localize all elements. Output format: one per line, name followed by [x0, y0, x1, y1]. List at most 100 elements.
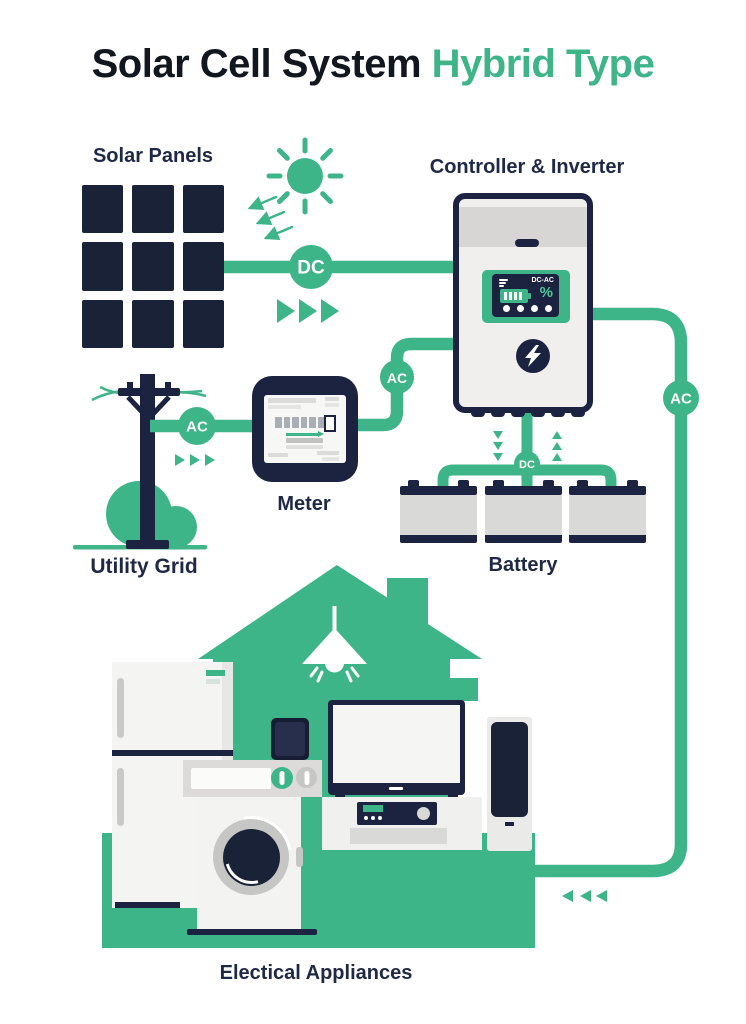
- meter-digit: [275, 417, 282, 428]
- battery-level-icon: [500, 289, 531, 303]
- svg-text:DC: DC: [297, 258, 325, 279]
- battery-bar-icon: [519, 292, 522, 300]
- page-title: Solar Cell System Hybrid Type: [0, 42, 746, 87]
- battery-label: Battery: [488, 554, 558, 576]
- washer-knob-green: [271, 767, 293, 789]
- meter-digit: [283, 417, 290, 428]
- house-eave-step: [447, 678, 478, 701]
- battery-top: [485, 486, 562, 495]
- meter-screen: [264, 395, 346, 463]
- ac-badge-meter: AC: [380, 360, 414, 394]
- sunlight-arrows-icon: [247, 195, 294, 241]
- battery-unit: [485, 480, 562, 543]
- tv-brand-dash: [389, 787, 403, 790]
- meter-bar: [286, 444, 323, 449]
- receiver-knob: [417, 807, 430, 820]
- menu-icon: [499, 279, 508, 281]
- battery-body: [400, 495, 477, 535]
- tower-speaker-dash: [505, 822, 514, 826]
- utility-grid-label: Utility Grid: [90, 555, 198, 578]
- svg-text:DC: DC: [519, 459, 535, 471]
- svg-text:AC: AC: [387, 370, 407, 386]
- battery-bar-icon: [509, 292, 512, 300]
- meter-line: [268, 398, 316, 403]
- battery-body: [485, 495, 562, 535]
- fridge-handle: [117, 768, 124, 826]
- receiver-dot: [378, 816, 382, 820]
- television: [328, 700, 465, 795]
- meter-digit: [309, 417, 316, 428]
- washer-door-glass: [214, 820, 288, 894]
- refrigerator-base: [115, 902, 180, 908]
- refrigerator-logo-stripe: [206, 670, 225, 676]
- inverter-vent-slot: [515, 239, 539, 247]
- battery-unit: [569, 480, 646, 543]
- meter-line: [268, 453, 288, 457]
- meter-line: [325, 403, 339, 407]
- solar-cell: [82, 242, 124, 291]
- indicator-dot: [545, 305, 552, 312]
- washer-base: [187, 929, 317, 935]
- tower-speaker: [487, 717, 532, 851]
- indicator-dot: [517, 305, 524, 312]
- battery-bottom: [569, 535, 646, 543]
- battery-body: [569, 495, 646, 535]
- inverter-display-panel: DC-AC %: [482, 270, 570, 323]
- sun-icon: [266, 137, 344, 215]
- ac-badge-grid: AC: [178, 407, 216, 445]
- percent-text: %: [539, 284, 553, 301]
- solar-cell: [182, 299, 224, 348]
- ac-line-inverter-to-house: [533, 307, 688, 878]
- meter-digit: [292, 417, 299, 428]
- meter-digit: [300, 417, 307, 428]
- svg-text:AC: AC: [186, 419, 208, 436]
- dc-badge-battery: DC: [514, 451, 540, 477]
- tower-speaker-front: [491, 722, 528, 817]
- ac-flow-arrows-grid: [175, 454, 215, 466]
- brand-bolt-icon: [516, 339, 550, 373]
- battery-terminal: [408, 480, 419, 488]
- menu-icon: [499, 285, 504, 287]
- washer-control-panel: [183, 760, 322, 797]
- fridge-handle: [117, 678, 124, 738]
- solar-cell: [132, 299, 174, 348]
- washer-door-handle: [296, 847, 303, 867]
- tv-foot: [335, 793, 345, 799]
- knob-pointer: [279, 771, 285, 785]
- solar-cell: [182, 185, 224, 234]
- meter-arrow-head-icon: [318, 431, 324, 437]
- lamp-icon: [302, 606, 367, 683]
- battery-unit: [400, 480, 477, 543]
- meter-device: [252, 376, 358, 482]
- tv-foot: [448, 793, 458, 799]
- solar-cell: [82, 299, 124, 348]
- battery-terminal: [493, 480, 504, 488]
- meter-line: [322, 457, 339, 461]
- meter-arrow-icon: [286, 433, 318, 436]
- refrigerator-divider: [112, 750, 233, 756]
- battery-charge-arrows-down: [493, 431, 503, 461]
- knob-pointer: [304, 770, 309, 785]
- solar-cell: [182, 242, 224, 291]
- appliances-label: Electical Appliances: [219, 962, 413, 984]
- speaker-front: [275, 722, 305, 756]
- battery-terminal: [458, 480, 469, 488]
- utility-pole-icon: [60, 374, 220, 583]
- receiver-dot: [371, 816, 375, 820]
- battery-top: [400, 486, 477, 495]
- washer-display: [191, 768, 271, 789]
- receiver-dot: [364, 816, 368, 820]
- menu-icon: [499, 282, 506, 284]
- controller-inverter-label: Controller & Inverter: [429, 156, 625, 178]
- inverter-mode-text: DC-AC: [531, 277, 554, 284]
- receiver-display: [363, 805, 383, 812]
- controller-inverter-device: DC-AC %: [453, 193, 593, 413]
- washing-machine: [193, 797, 309, 933]
- media-console: [322, 797, 482, 850]
- title-black: Solar Cell System: [91, 42, 422, 86]
- dc-flow-arrows: [277, 299, 339, 323]
- tv-screen: [333, 705, 460, 783]
- meter-label: Meter: [277, 493, 331, 515]
- battery-terminal: [577, 480, 588, 488]
